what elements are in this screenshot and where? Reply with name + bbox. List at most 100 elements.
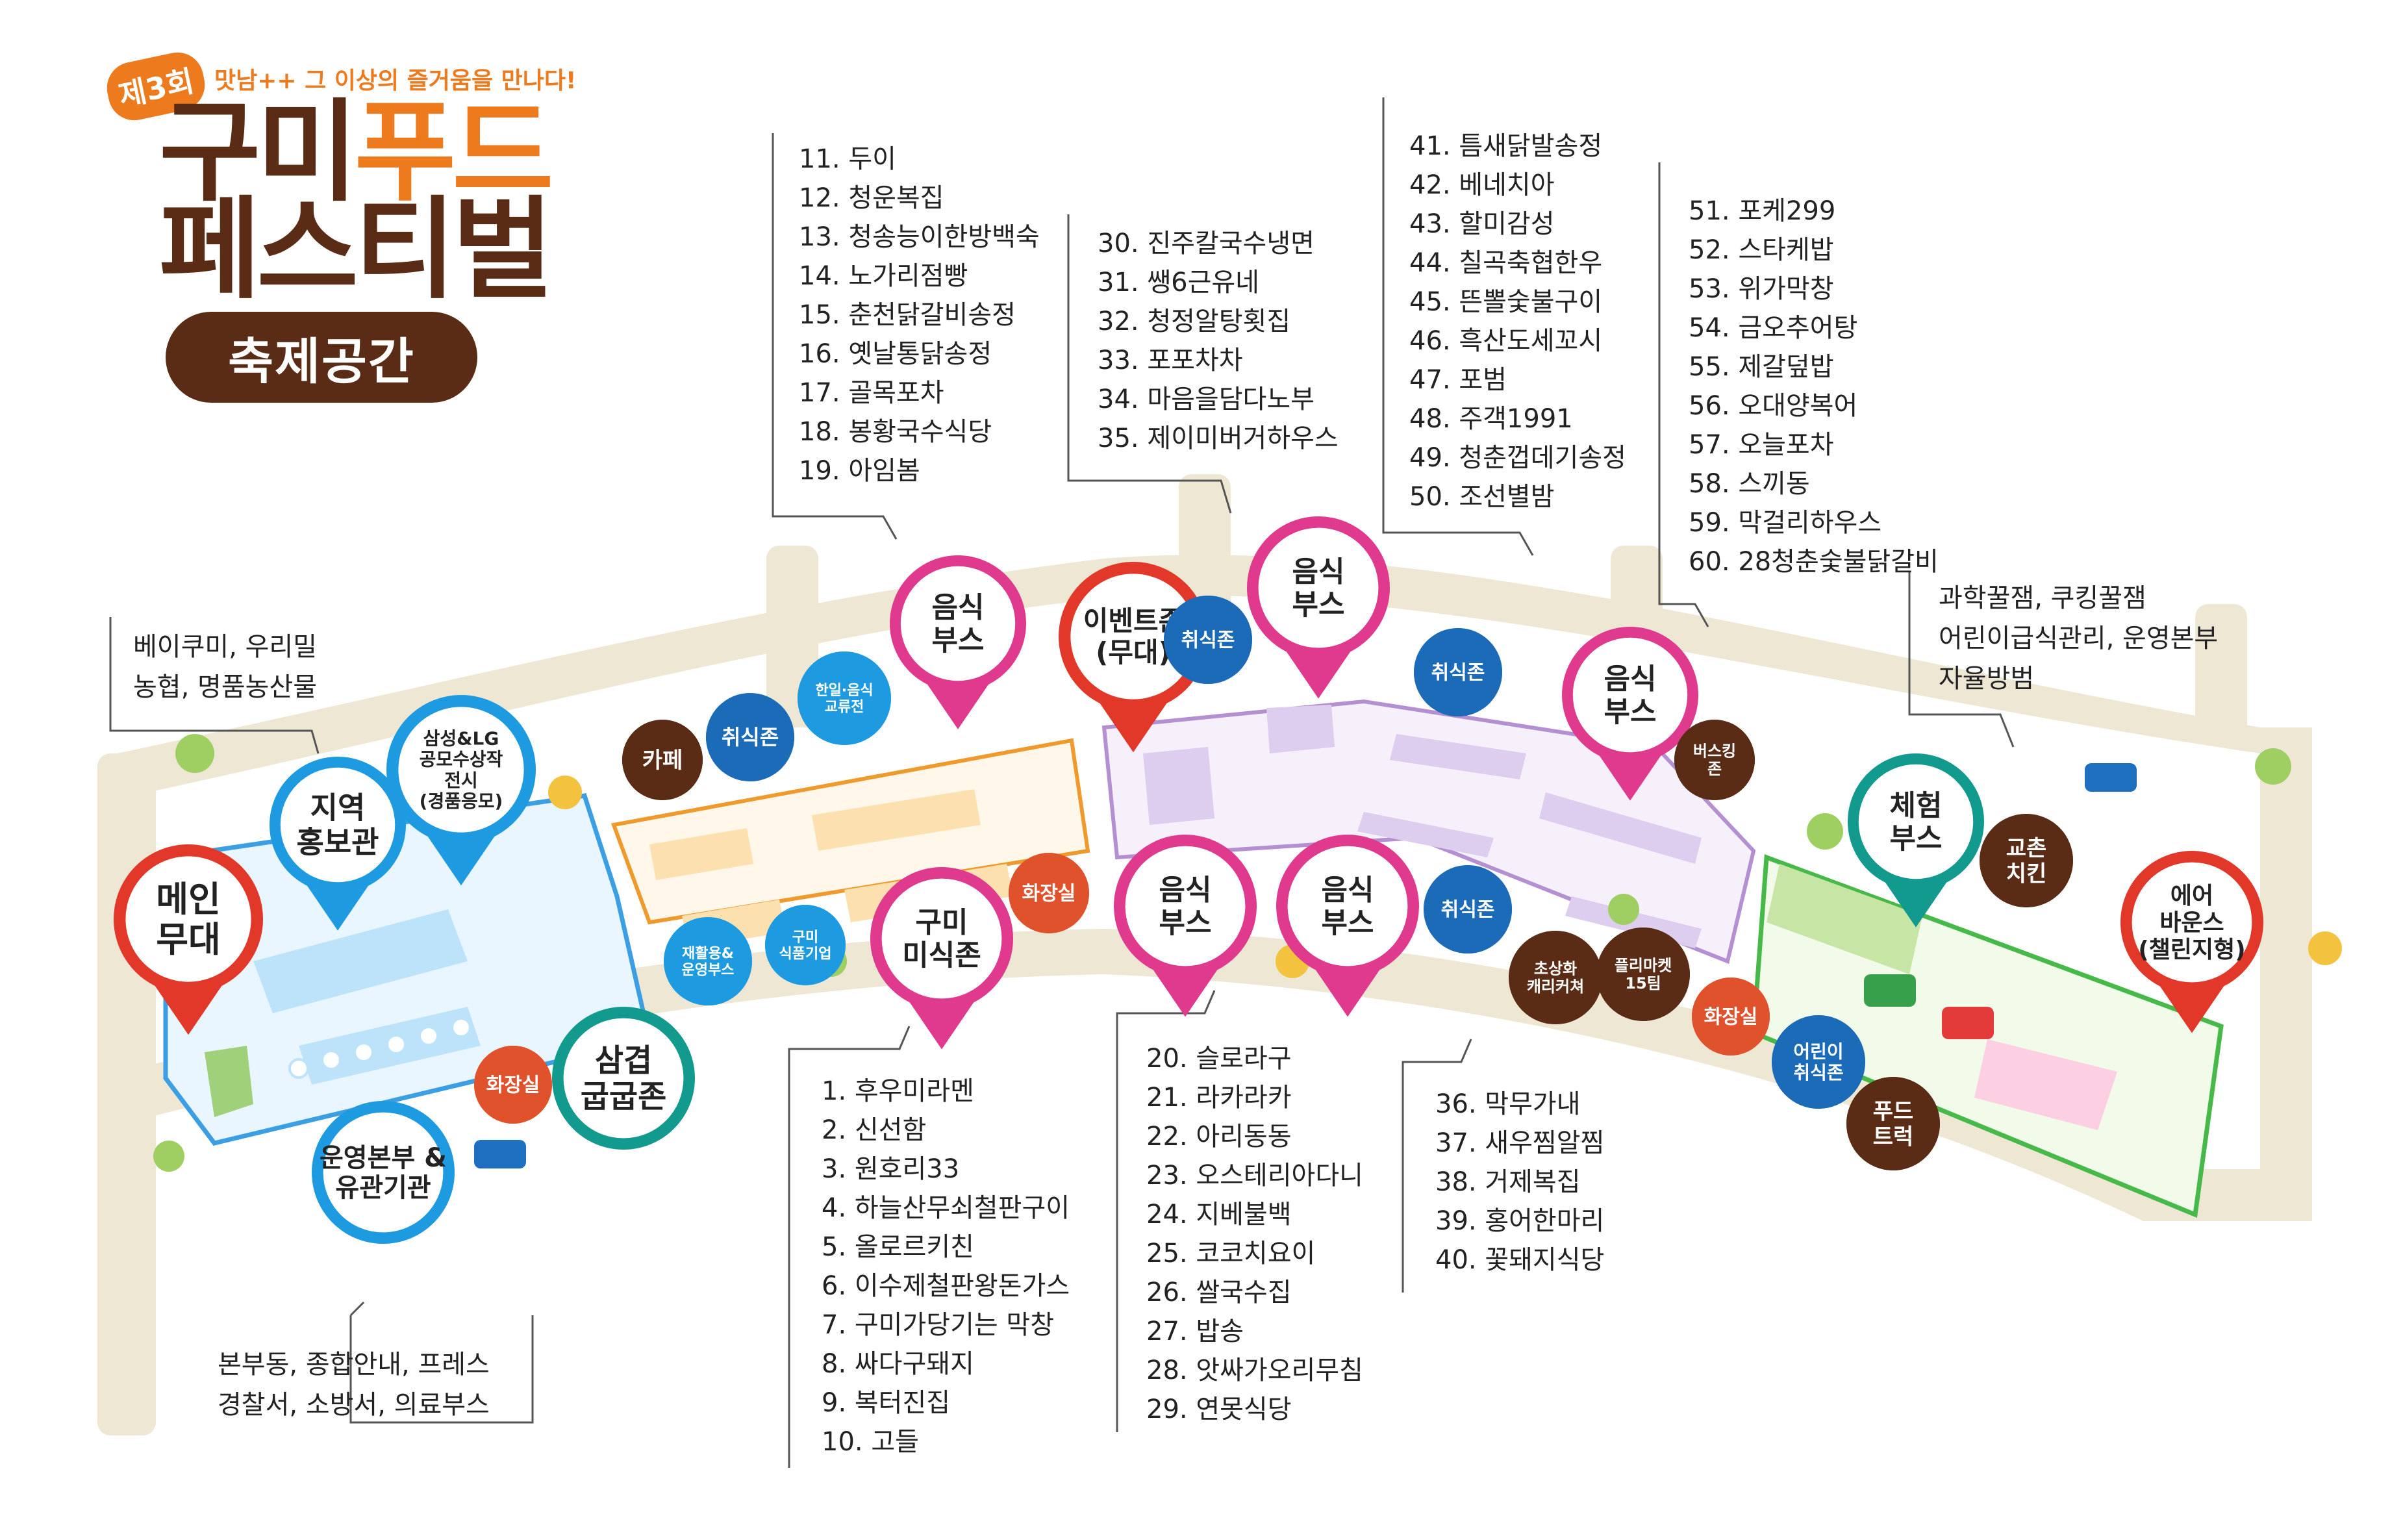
vendor-item: 50. 조선별밤 bbox=[1409, 482, 1555, 512]
marker-face bbox=[798, 651, 891, 745]
vendor-item: 37. 새우찜알찜 bbox=[1435, 1128, 1605, 1158]
vendor-item: 24. 지베불백 bbox=[1146, 1200, 1292, 1230]
marker-face bbox=[881, 878, 1002, 999]
marker-label: 구미 bbox=[916, 906, 968, 939]
marker-label: 트럭 bbox=[1873, 1124, 1914, 1150]
marker-label: 음식 bbox=[1292, 555, 1345, 588]
marker-face bbox=[1596, 928, 1690, 1021]
marker-label: 푸드 bbox=[1873, 1098, 1914, 1124]
vendor-item: 1. 후우미라멘 bbox=[822, 1076, 974, 1106]
road-top-4 bbox=[2195, 604, 2247, 740]
vendor-item: 33. 포포차차 bbox=[1098, 346, 1243, 375]
marker-label: 취식존 bbox=[1793, 1062, 1843, 1083]
marker-face bbox=[1424, 865, 1512, 953]
marker-face bbox=[1846, 1077, 1940, 1170]
marker-label: 부스 bbox=[1292, 588, 1345, 622]
marker-face bbox=[474, 1046, 552, 1124]
marker-eating-zone3: 취식존 bbox=[1414, 628, 1502, 716]
vendor-item: 35. 제이미버거하우스 bbox=[1098, 423, 1339, 453]
leader-list-51-60 bbox=[1658, 162, 1709, 627]
marker-face bbox=[563, 1018, 684, 1139]
vendor-item: 16. 옛날통닭송정 bbox=[799, 339, 992, 369]
marker-label: 음식 bbox=[1322, 874, 1374, 907]
step-3 bbox=[353, 1042, 374, 1063]
tree-6 bbox=[1807, 813, 1843, 850]
block-purple-4 bbox=[1539, 792, 1702, 864]
leader-lines bbox=[109, 97, 2015, 1468]
vendor-item: 7. 구미가당기는 막창 bbox=[822, 1310, 1054, 1340]
marker-ops-hq: 운영본부 &유관기관 bbox=[312, 1101, 455, 1244]
marker-label: 지역 bbox=[310, 790, 366, 826]
block-purple-5 bbox=[1357, 812, 1494, 857]
marker-face bbox=[1287, 846, 1408, 966]
vendor-item: 42. 베네치아 bbox=[1409, 170, 1555, 200]
vendor-item: 4. 하늘산무쇠철판구이 bbox=[822, 1193, 1070, 1223]
marker-label: 취식존 bbox=[1181, 629, 1235, 652]
marker-face bbox=[765, 905, 846, 985]
marker-label: 유관기관 bbox=[335, 1173, 431, 1203]
marker-face bbox=[1858, 764, 1974, 879]
step-6 bbox=[451, 1017, 472, 1038]
marker-label: 음식 bbox=[932, 591, 985, 624]
marker-label: 취식존 bbox=[1441, 899, 1495, 922]
marker-face bbox=[664, 917, 752, 1005]
vendor-item: 46. 흑산도세꼬시 bbox=[1409, 326, 1603, 356]
vendor-item: 40. 꽃돼지식당 bbox=[1435, 1245, 1605, 1275]
marker-face bbox=[125, 856, 251, 982]
bounce-castle bbox=[1974, 1039, 2117, 1130]
car-right bbox=[2085, 763, 2137, 792]
marker-face bbox=[1414, 628, 1502, 716]
vendor-item: 43. 할미감성 bbox=[1409, 209, 1555, 239]
road-left bbox=[97, 753, 156, 1435]
marker-label: 플리마켓 bbox=[1615, 957, 1672, 975]
marker-face bbox=[622, 720, 703, 800]
block-purple-2 bbox=[1266, 705, 1335, 753]
block-purple-1 bbox=[1143, 747, 1214, 825]
vendor-item: 17. 골목포차 bbox=[799, 378, 944, 408]
vendor-item: 18. 봉황국수식당 bbox=[799, 417, 992, 447]
vendor-item: 56. 오대양복어 bbox=[1689, 391, 1858, 421]
car-left bbox=[474, 1140, 526, 1168]
leader-hq bbox=[349, 1301, 365, 1317]
marker-face bbox=[1009, 853, 1089, 933]
vendor-item: 49. 청춘껍데기송정 bbox=[1409, 443, 1626, 473]
marker-label: 운영부스 bbox=[682, 962, 735, 978]
marker-label: 존 bbox=[1707, 760, 1722, 778]
marker-label: 공모수상작 bbox=[420, 749, 503, 770]
step-5 bbox=[418, 1026, 439, 1046]
vendor-item: 36. 막무가내 bbox=[1435, 1089, 1581, 1119]
vendor-item: 25. 코코치요이 bbox=[1146, 1239, 1316, 1269]
zone-purple-blocks bbox=[1143, 705, 1702, 948]
marker-label: 취식존 bbox=[1431, 662, 1485, 685]
tree-8 bbox=[2308, 931, 2342, 965]
vendor-item: 21. 라카라카 bbox=[1146, 1083, 1292, 1113]
marker-restroom2: 화장실 bbox=[1009, 853, 1089, 933]
vendor-item: 2. 신선함 bbox=[822, 1115, 927, 1145]
marker-label: 굽굽존 bbox=[581, 1078, 666, 1115]
slogan: 맛남++ 그 이상의 즐거움을 만나다! bbox=[214, 68, 577, 94]
marker-face bbox=[900, 566, 1016, 681]
section-badge: 축제공간 bbox=[166, 312, 477, 403]
vendor-item: 19. 아임봄 bbox=[799, 456, 920, 486]
marker-label: 미식존 bbox=[902, 939, 981, 972]
marker-label: 어린이 bbox=[1793, 1041, 1843, 1063]
road-top-edge bbox=[117, 555, 2260, 799]
vendor-item: 32. 청정알탕횟집 bbox=[1098, 307, 1291, 336]
marker-restroom1: 화장실 bbox=[474, 1046, 552, 1124]
marker-label: 재활용& bbox=[682, 946, 734, 962]
marker-label: 치킨 bbox=[2006, 861, 2047, 887]
marker-eating-zone4: 취식존 bbox=[1424, 865, 1512, 953]
marker-label: 무대 bbox=[156, 919, 220, 960]
